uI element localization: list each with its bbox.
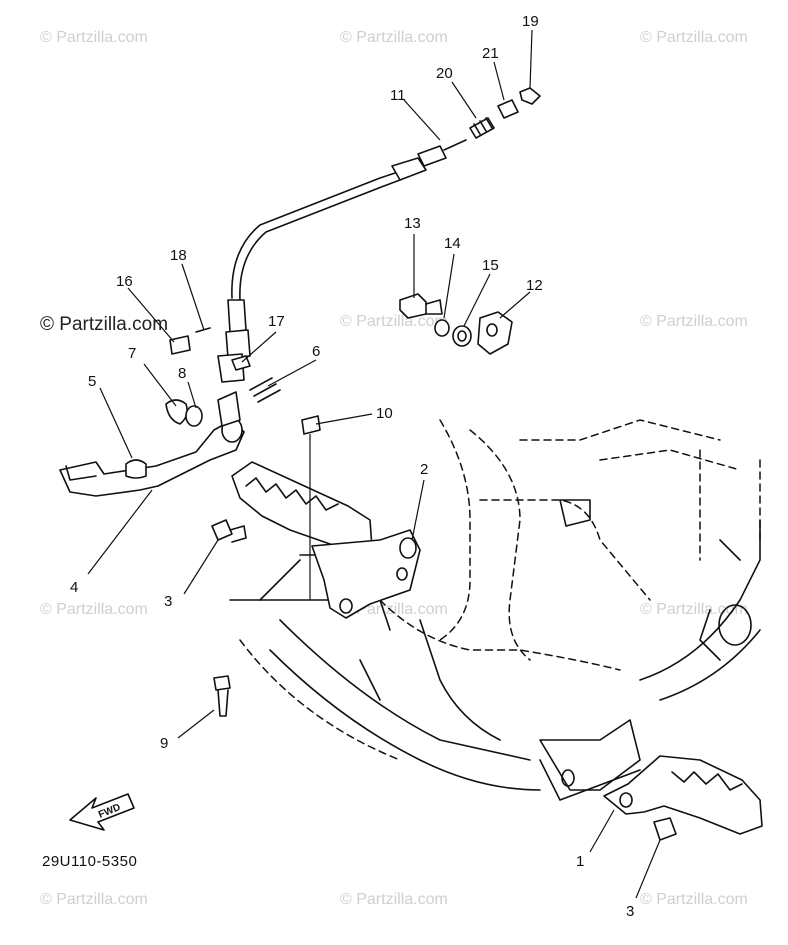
callout-18: 18 (170, 247, 187, 264)
footrest-right-part (603, 755, 763, 835)
bolt-parts (211, 519, 677, 841)
callout-4: 4 (70, 579, 78, 596)
drawing-code: 29U110-5350 (42, 853, 137, 870)
callout-12: 12 (526, 277, 543, 294)
watermark: © Partzilla.com (340, 29, 448, 46)
callout-19: 19 (522, 13, 539, 30)
watermarks: © Partzilla.com © Partzilla.com © Partzi… (40, 29, 748, 908)
watermark: © Partzilla.com (40, 29, 148, 46)
watermark: © Partzilla.com (340, 313, 448, 330)
watermark: © Partzilla.com (640, 313, 748, 330)
watermark: © Partzilla.com (640, 891, 748, 908)
watermark-dark: © Partzilla.com (40, 314, 168, 335)
callout-5: 5 (88, 373, 96, 390)
fwd-arrow: FWD (69, 793, 135, 831)
callout-16: 16 (116, 273, 133, 290)
callout-8: 8 (178, 365, 186, 382)
callout-17: 17 (268, 313, 285, 330)
callout-20: 20 (436, 65, 453, 82)
watermark: © Partzilla.com (40, 601, 148, 618)
callout-3: 3 (626, 903, 634, 920)
callout-2: 2 (420, 461, 428, 478)
callout-21: 21 (482, 45, 499, 62)
watermark: © Partzilla.com (40, 891, 148, 908)
callout-9: 9 (160, 735, 168, 752)
watermark: © Partzilla.com (640, 601, 748, 618)
callout-1: 1 (576, 853, 584, 870)
callout-15: 15 (482, 257, 499, 274)
callout-3: 3 (164, 593, 172, 610)
footrest-left-part (231, 415, 421, 619)
cable-adjuster-parts (469, 87, 541, 139)
brake-pedal-part (59, 391, 245, 497)
callout-11: 11 (390, 87, 406, 104)
callout-14: 14 (444, 235, 461, 252)
watermark: © Partzilla.com (640, 29, 748, 46)
leader-lines (87, 29, 661, 899)
callouts: 19 21 20 11 13 14 15 12 18 16 17 6 7 8 5… (70, 13, 634, 920)
callout-7: 7 (128, 345, 136, 362)
callout-6: 6 (312, 343, 320, 360)
callout-13: 13 (404, 215, 421, 232)
bracket-parts (399, 293, 513, 355)
watermark: © Partzilla.com (340, 891, 448, 908)
brake-cable-part (217, 139, 467, 383)
callout-10: 10 (376, 405, 393, 422)
